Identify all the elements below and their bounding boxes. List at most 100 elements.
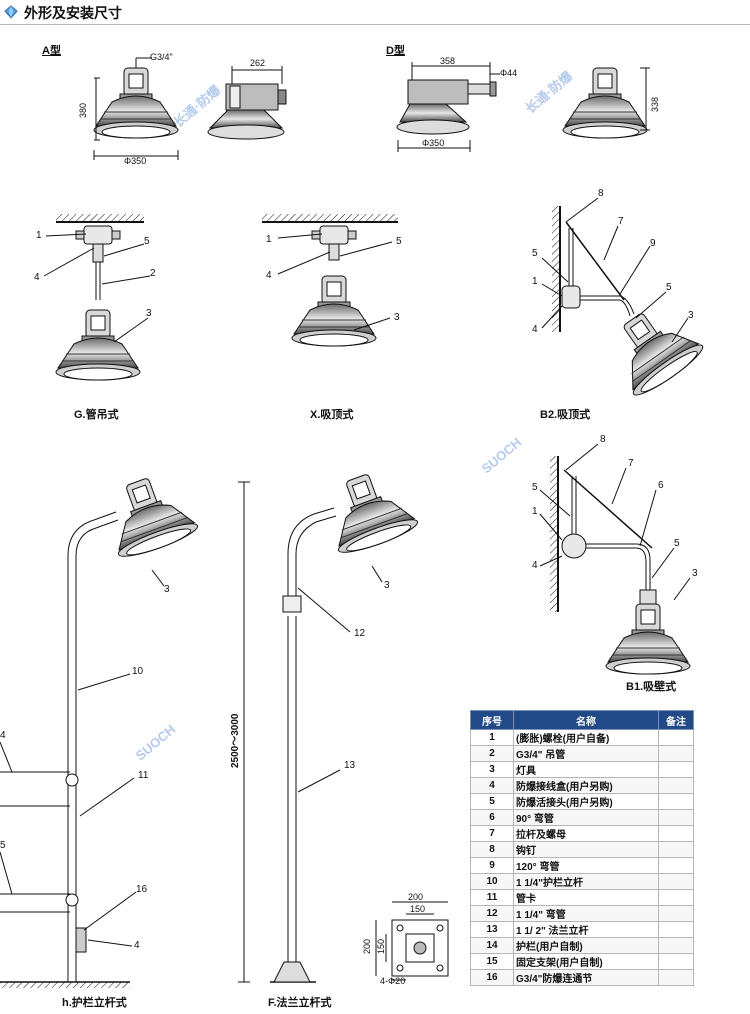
callout: 5 <box>396 236 402 247</box>
dim-plate-outer: 200 <box>408 892 424 902</box>
cell-name: 1 1/4"护栏立杆 <box>513 873 659 890</box>
type-d-label: D型 <box>386 45 405 57</box>
cell-name: 拉杆及螺母 <box>513 825 659 842</box>
cell-no: 13 <box>470 921 514 938</box>
flange-plate-detail <box>375 901 449 981</box>
callout: 3 <box>688 310 694 321</box>
cell-no: 5 <box>470 793 514 810</box>
cell-name: 钩钉 <box>513 841 659 858</box>
cell-no: 6 <box>470 809 514 826</box>
callout: 3 <box>692 568 698 579</box>
cell-note <box>658 777 694 794</box>
cell-name: G3/4"防爆连通节 <box>513 969 659 986</box>
header-divider <box>0 24 750 25</box>
callout: 1 <box>266 234 272 245</box>
callout: 4 <box>532 324 538 335</box>
cell-name: 灯具 <box>513 761 659 778</box>
cell-no: 14 <box>470 937 514 954</box>
cell-no: 12 <box>470 905 514 922</box>
cell-note <box>658 905 694 922</box>
cell-note <box>658 729 694 746</box>
callout: 12 <box>354 628 366 639</box>
cell-no: 4 <box>470 777 514 794</box>
dim-plate-inner: 150 <box>410 904 426 914</box>
callout: 5 <box>666 282 672 293</box>
cell-name: 管卡 <box>513 889 659 906</box>
cell-no: 9 <box>470 857 514 874</box>
cell-note <box>658 969 694 986</box>
dim-plate-holes: 4-Φ20 <box>380 976 406 986</box>
callout: 8 <box>598 188 604 199</box>
cell-name: 1 1/ 2" 法兰立杆 <box>513 921 659 938</box>
cell-no: 15 <box>470 953 514 970</box>
x-ceiling-drawing <box>262 214 398 347</box>
cell-note <box>658 809 694 826</box>
dim-a-pipe: G3/4" <box>150 52 173 62</box>
cell-name: 固定支架(用户自制) <box>513 953 659 970</box>
callout: 3 <box>164 584 170 595</box>
type-a-side-drawing <box>207 66 287 140</box>
callout: 1 <box>532 506 538 517</box>
callout: 4 <box>134 940 140 951</box>
callout: 3 <box>394 312 400 323</box>
cell-note <box>658 793 694 810</box>
section-title: 外形及安装尺寸 <box>24 5 122 21</box>
callout: 13 <box>344 760 356 771</box>
callout: 7 <box>628 458 634 469</box>
cell-name: 护栏(用户自制) <box>513 937 659 954</box>
dim-plate-side-outer: 200 <box>362 938 372 954</box>
callout: 5 <box>144 236 150 247</box>
cell-name: 防爆接线盒(用户另购) <box>513 777 659 794</box>
callout: 4 <box>34 272 40 283</box>
type-d-side-drawing <box>396 62 500 152</box>
callout: 1 <box>532 276 538 287</box>
callout: 9 <box>650 238 656 249</box>
cell-no: 11 <box>470 889 514 906</box>
callout: 4 <box>0 730 6 741</box>
callout: 1 <box>36 230 42 241</box>
f-flange-drawing <box>238 462 421 983</box>
cell-note <box>658 841 694 858</box>
callout: 8 <box>600 434 606 445</box>
parts-table-header: 序号 名称 备注 <box>470 710 694 730</box>
cell-name: (膨胀)螺栓(用户自备) <box>513 729 659 746</box>
cell-no: 3 <box>470 761 514 778</box>
section-header: 外形及安装尺寸 <box>0 0 750 26</box>
callout: 3 <box>146 308 152 319</box>
col-no: 序号 <box>470 710 514 730</box>
callout: 4 <box>532 560 538 571</box>
cell-name: 90° 弯管 <box>513 809 659 826</box>
callout: 4 <box>266 270 272 281</box>
caption-f: F.法兰立杆式 <box>268 997 332 1009</box>
col-name: 名称 <box>513 710 659 730</box>
callout: 2 <box>150 268 156 279</box>
dim-d-diameter: Φ350 <box>422 138 445 148</box>
callout: 5 <box>674 538 680 549</box>
table-row: 1(膨胀)螺栓(用户自备) <box>470 729 694 746</box>
type-a-front-drawing <box>93 57 179 160</box>
dim-a-width: 262 <box>250 58 266 68</box>
caption-g: G.管吊式 <box>74 409 119 421</box>
dim-d-height: 338 <box>650 96 660 112</box>
cell-no: 8 <box>470 841 514 858</box>
cell-note <box>658 873 694 890</box>
cell-no: 7 <box>470 825 514 842</box>
caption-h: h.护栏立杆式 <box>62 997 127 1009</box>
cell-no: 1 <box>470 729 514 746</box>
